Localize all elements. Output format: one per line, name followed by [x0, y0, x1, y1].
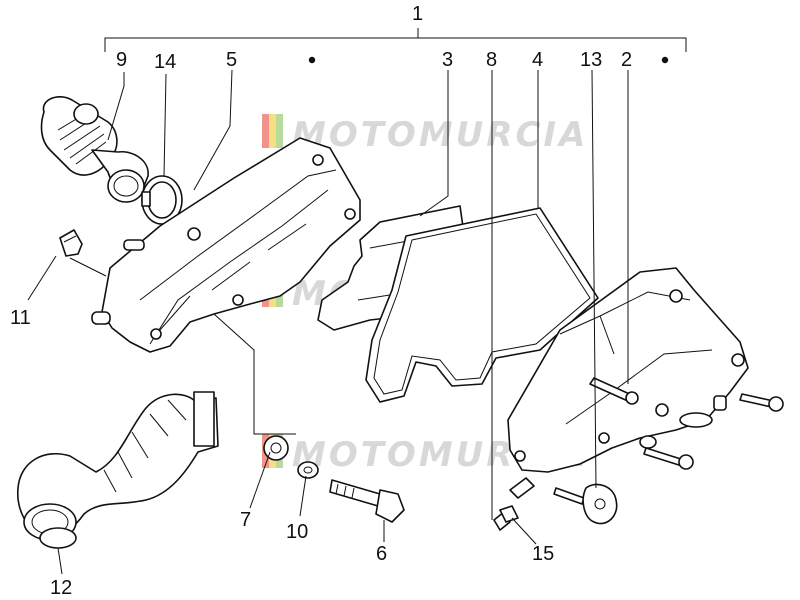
leader-lines — [27, 69, 629, 575]
label-10: 10 — [286, 521, 308, 543]
label-1: 1 — [412, 3, 423, 25]
part-11-clip — [59, 229, 83, 257]
bullet-dot-left — [308, 56, 316, 64]
label-11: 11 — [10, 307, 31, 329]
label-9: 9 — [116, 49, 127, 71]
part-7-grommet — [263, 435, 289, 461]
part-15-small-plug — [499, 505, 519, 523]
part-9-intake-duct — [40, 96, 149, 203]
part-6-bolt — [329, 479, 405, 523]
label-2: 2 — [621, 49, 632, 71]
part-5-filter-housing — [91, 137, 361, 353]
label-5: 5 — [226, 49, 237, 71]
label-4: 4 — [532, 49, 543, 71]
part-8-drain-plug — [493, 477, 535, 531]
label-13: 13 — [580, 49, 602, 71]
part-13-knob-bolt — [553, 483, 618, 525]
label-15: 15 — [532, 543, 554, 565]
label-12: 12 — [50, 577, 72, 599]
label-7: 7 — [240, 509, 251, 531]
label-14: 14 — [154, 51, 176, 73]
label-3: 3 — [442, 49, 453, 71]
part-10-washer — [297, 461, 319, 479]
part-14-hose-clamp — [141, 175, 183, 225]
watermark-text-top: MOTOMURCIA — [292, 115, 588, 155]
part-2-screws — [589, 377, 784, 470]
label-6: 6 — [376, 543, 387, 565]
part-4-gasket — [365, 207, 599, 403]
label-8: 8 — [486, 49, 497, 71]
part-12-lower-duct — [17, 391, 219, 549]
assembly-bracket — [104, 28, 687, 64]
part-labels: 1 9 14 5 3 8 4 13 2 11 7 10 6 15 12 — [10, 3, 632, 599]
bullet-dot-right — [661, 56, 669, 64]
watermark-top: MOTOMURCIA — [262, 114, 588, 155]
